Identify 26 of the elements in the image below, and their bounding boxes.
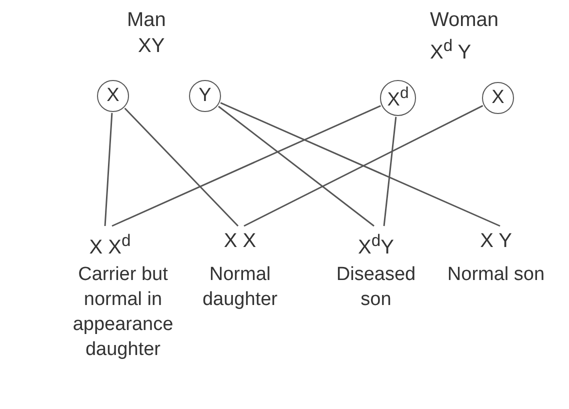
chromosome-circle [97,80,129,112]
genotype-text: X Y [462,228,530,254]
inheritance-line [244,104,484,227]
phenotype-caption: Diseased son [335,263,417,312]
chromosome-label: Y [198,85,212,107]
genotype-text: X X$^{d}$ [72,228,148,254]
chromosome-label: X [106,85,120,107]
genotype-text: X X [206,228,274,254]
inheritance-line [104,112,113,226]
parent-label: Woman [430,8,499,32]
chromosome-circle [189,80,221,112]
genotype-text: X$^{d}$Y [342,228,410,254]
phenotype-caption: Normal son [446,263,546,287]
inheritance-line [220,102,500,227]
phenotype-caption: Normal daughter [201,263,278,312]
chromosome-label: X$^{d}$ [387,84,409,112]
parent-label: XY [138,34,165,58]
chromosome-circle [482,82,514,114]
chromosome-circle [380,80,416,116]
phenotype-caption: Carrier but normal in appearance daughter [72,263,174,362]
parent-label: Man [127,8,166,32]
inheritance-line [383,116,397,226]
parent-label: X$^{d}$ Y [430,35,472,65]
inheritance-line [124,108,239,227]
inheritance-line [112,105,381,227]
chromosome-label: X [492,87,504,109]
